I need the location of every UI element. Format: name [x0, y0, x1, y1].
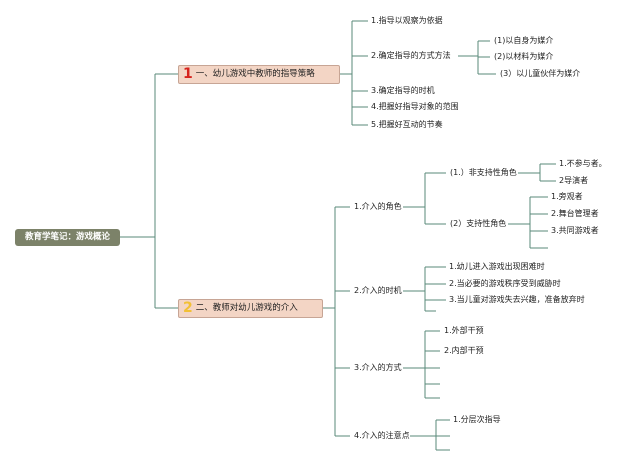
branch-label: 二、教师对幼儿游戏的介入 [195, 303, 298, 313]
branch-number: 1 [183, 66, 193, 82]
node-observation[interactable]: 1.指导以观察为依据 [371, 16, 443, 25]
node-rhythm[interactable]: 5.把握好互动的节奏 [371, 120, 443, 129]
node-scope[interactable]: 4.把握好指导对象的范围 [371, 102, 459, 111]
node-nonsupport-role[interactable]: (1.）非支持性角色 [450, 168, 517, 177]
node-onlooker[interactable]: 1.旁观者 [551, 192, 583, 201]
branch-label: 一、幼儿游戏中教师的指导策略 [195, 69, 315, 79]
node-method-self[interactable]: (1)以自身为媒介 [494, 36, 554, 45]
node-stage-manager[interactable]: 2.舞台管理者 [551, 209, 599, 218]
node-method-material[interactable]: (2)以材料为媒介 [494, 52, 554, 61]
node-intervention-notes[interactable]: 4.介入的注意点 [354, 431, 410, 440]
node-timing-order[interactable]: 2.当必要的游戏秩序受到威胁时 [449, 279, 561, 288]
node-intervention-timing[interactable]: 2.介入的时机 [354, 286, 402, 295]
node-internal[interactable]: 2.内部干预 [444, 346, 484, 355]
node-director[interactable]: 2导演者 [559, 176, 589, 185]
node-intervention-manner[interactable]: 3.介入的方式 [354, 363, 402, 372]
node-external[interactable]: 1.外部干预 [444, 326, 484, 335]
node-layered-guidance[interactable]: 1.分层次指导 [453, 415, 501, 424]
node-support-role[interactable]: (2）支持性角色 [450, 219, 507, 228]
node-non-participant[interactable]: 1.不参与者。 [559, 159, 607, 168]
node-co-player[interactable]: 3.共同游戏者 [551, 226, 599, 235]
root-node[interactable]: 教育学笔记：游戏概论 [15, 229, 120, 246]
node-method-peer[interactable]: (3）以儿童伙伴为媒介 [500, 69, 581, 78]
node-roles[interactable]: 1.介入的角色 [354, 202, 402, 211]
node-timing-interest[interactable]: 3.当儿童对游戏失去兴趣，准备放弃时 [449, 295, 585, 304]
node-methods[interactable]: 2.确定指导的方式方法 [371, 51, 451, 60]
branch-number: 2 [183, 300, 193, 316]
node-timing[interactable]: 3.确定指导的时机 [371, 86, 435, 95]
node-timing-difficulty[interactable]: 1.幼儿进入游戏出现困难时 [449, 262, 545, 271]
